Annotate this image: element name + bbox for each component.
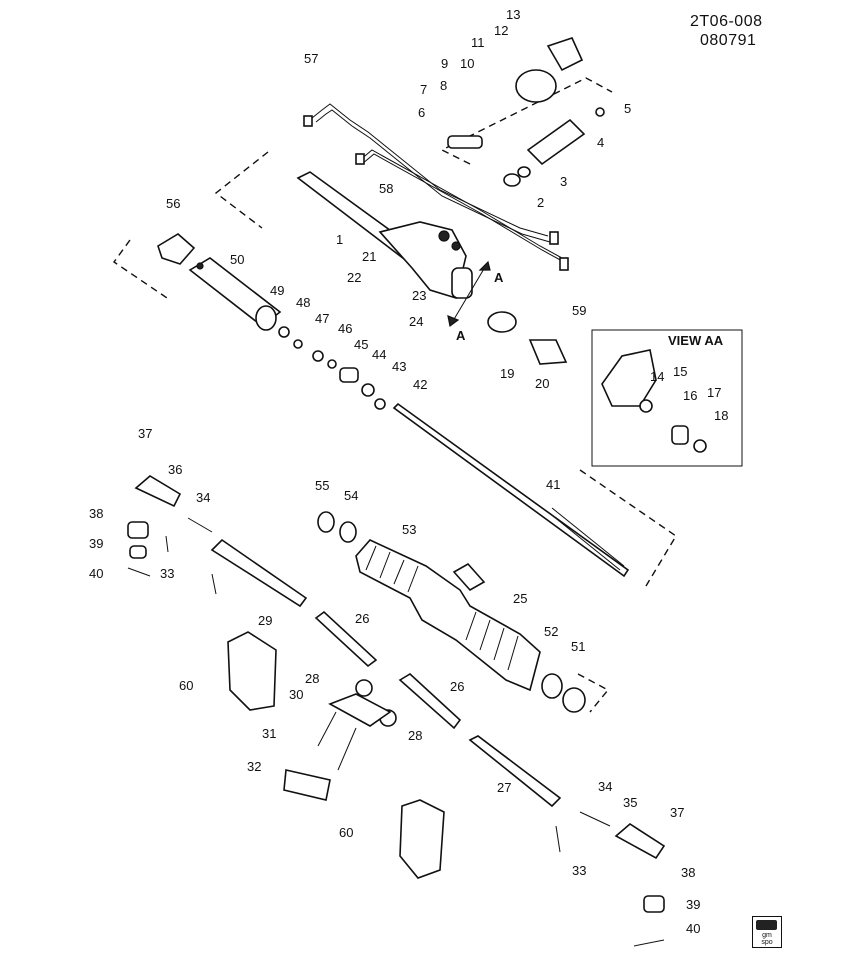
callout-8: 8 [440,78,447,93]
callout-35: 35 [623,795,637,810]
callout-32: 32 [247,759,261,774]
callout-10: 10 [460,56,474,71]
callout-54: 54 [344,488,358,503]
callout-6: 6 [418,105,425,120]
callout-24: 24 [409,314,423,329]
callout-53: 53 [402,522,416,537]
callout-14: 14 [650,369,664,384]
callout-48: 48 [296,295,310,310]
view-aa-label: VIEW AA [668,333,724,348]
callout-30: 30 [289,687,303,702]
callout-43: 43 [392,359,406,374]
callout-4: 4 [597,135,604,150]
callout-44: 44 [372,347,386,362]
callout-27: 27 [497,780,511,795]
callout-7: 7 [420,82,427,97]
callout-39: 39 [89,536,103,551]
callout-9: 9 [441,56,448,71]
callout-5: 5 [624,101,631,116]
callout-33: 33 [160,566,174,581]
callout-49: 49 [270,283,284,298]
callout-13: 13 [506,7,520,22]
callout-34: 34 [598,779,612,794]
callout-40: 40 [89,566,103,581]
callout-26: 26 [355,611,369,626]
callout-28: 28 [305,671,319,686]
section-marker-a-bottom: A [456,328,466,343]
callout-57: 57 [304,51,318,66]
callout-51: 51 [571,639,585,654]
callout-29: 29 [258,613,272,628]
callout-50: 50 [230,252,244,267]
callout-12: 12 [494,23,508,38]
callout-20: 20 [535,376,549,391]
callout-18: 18 [714,408,728,423]
callout-55: 55 [315,478,329,493]
callout-22: 22 [347,270,361,285]
callout-41: 41 [546,477,560,492]
callout-33: 33 [572,863,586,878]
callout-23: 23 [412,288,426,303]
callout-3: 3 [560,174,567,189]
callout-40: 40 [686,921,700,936]
callout-25: 25 [513,591,527,606]
callout-56: 56 [166,196,180,211]
callout-11: 11 [471,35,485,50]
logo-text-spo: spo [761,939,773,946]
callout-36: 36 [168,462,182,477]
callout-58: 58 [379,181,393,196]
callout-17: 17 [707,385,721,400]
callout-59: 59 [572,303,586,318]
callout-38: 38 [681,865,695,880]
callout-15: 15 [673,364,687,379]
callout-39: 39 [686,897,700,912]
section-marker-a-top: A [494,270,504,285]
callout-52: 52 [544,624,558,639]
callout-2: 2 [537,195,544,210]
drawing-code: 2T06-008 [690,13,763,30]
drawing-date: 080791 [700,32,757,49]
callout-37: 37 [670,805,684,820]
callout-46: 46 [338,321,352,336]
callout-31: 31 [262,726,276,741]
callout-42: 42 [413,377,427,392]
callout-28: 28 [408,728,422,743]
callout-16: 16 [683,388,697,403]
callout-38: 38 [89,506,103,521]
callout-37: 37 [138,426,152,441]
callout-21: 21 [362,249,376,264]
callout-1: 1 [336,232,343,247]
logo-text-gm: gm [762,932,772,939]
callout-34: 34 [196,490,210,505]
callout-47: 47 [315,311,329,326]
callout-45: 45 [354,337,368,352]
callout-19: 19 [500,366,514,381]
callout-26: 26 [450,679,464,694]
callout-60: 60 [339,825,353,840]
callout-60: 60 [179,678,193,693]
